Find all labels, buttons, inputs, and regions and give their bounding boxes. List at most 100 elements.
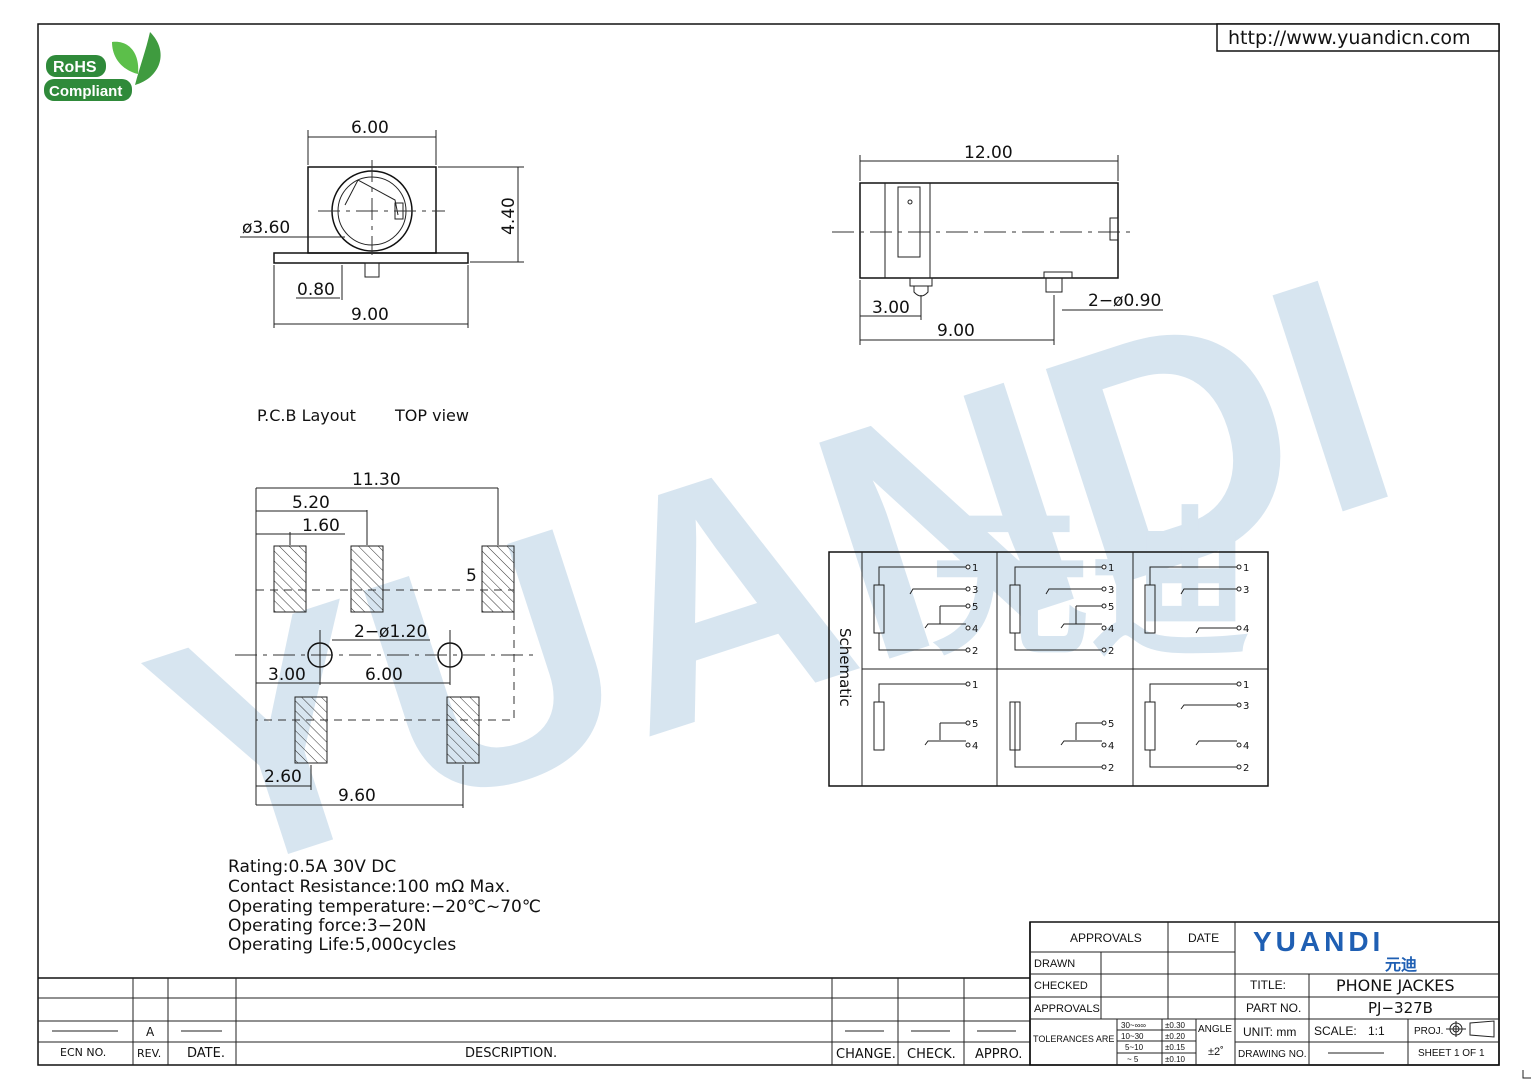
tb-proj: PROJ. — [1414, 1026, 1443, 1037]
url-text: http://www.yuandicn.com — [1228, 27, 1471, 49]
hdr-date: DATE. — [187, 1046, 225, 1061]
dim-pcb-overall: 11.30 — [352, 470, 401, 490]
watermark: YUANDI 元迪 — [113, 205, 1430, 947]
tb-angle-label: ANGLE — [1198, 1024, 1232, 1035]
dim-side-pin-span: 9.00 — [937, 321, 975, 341]
spec-resistance: Contact Resistance:100 mΩ Max. — [228, 877, 510, 897]
schem-pin: 4 — [1108, 741, 1114, 752]
tb-date: DATE — [1188, 931, 1219, 945]
schem-pin: 1 — [1108, 563, 1114, 574]
tb-scale-value: 1:1 — [1368, 1024, 1385, 1038]
tb-tolerances: TOLERANCES ARE — [1033, 1034, 1114, 1044]
spec-life: Operating Life:5,000cycles — [228, 935, 456, 955]
schem-pin: 3 — [972, 585, 978, 596]
dim-pcb-300: 3.00 — [268, 665, 306, 685]
schem-pin: 1 — [972, 563, 978, 574]
tb-checked: CHECKED — [1034, 980, 1088, 992]
schem-pin: 1 — [972, 680, 978, 691]
hdr-check: CHECK. — [907, 1047, 956, 1062]
dim-side-pin-dia: 2−ø0.90 — [1088, 291, 1161, 311]
tol-value: ±0.15 — [1165, 1043, 1186, 1052]
schematic-table: Schematic 1 3 5 4 2 1 3 5 4 2 — [828, 551, 1269, 787]
title-block: APPROVALS DATE DRAWN CHECKED APPROVALS T… — [1029, 921, 1500, 1066]
schem-pin: 2 — [1243, 763, 1249, 774]
rohs-logo: RoHS Compliant — [44, 32, 161, 101]
schem-pin: 1 — [1243, 563, 1249, 574]
dim-pcb-960: 9.60 — [338, 786, 376, 806]
schem-pin: 3 — [1243, 701, 1249, 712]
url-box: http://www.yuandicn.com — [1216, 23, 1500, 52]
tb-title-label: TITLE: — [1250, 978, 1286, 992]
projection-symbol — [1446, 1020, 1495, 1038]
corner-mark — [1522, 1070, 1531, 1079]
dim-side-pin-offset: 3.00 — [872, 298, 910, 318]
tb-drawing-no: DRAWING NO. — [1238, 1049, 1307, 1060]
specs: Rating:0.5A 30V DC Contact Resistance:10… — [228, 857, 541, 955]
tol-range: 5~10 — [1125, 1043, 1144, 1052]
pad — [481, 545, 515, 613]
tb-approvals: APPROVALS — [1070, 931, 1142, 945]
tol-range: 10~30 — [1121, 1032, 1144, 1041]
sheet-border — [37, 23, 1500, 1066]
tb-logo: YUANDI — [1253, 926, 1384, 957]
pad — [350, 545, 384, 613]
dim-front-width: 6.00 — [351, 118, 389, 138]
hdr-description: DESCRIPTION. — [465, 1046, 557, 1061]
tb-logo-cn: 元迪 — [1385, 955, 1417, 974]
rohs-line2: Compliant — [49, 83, 122, 100]
schem-pin: 4 — [972, 741, 978, 752]
pad — [273, 545, 307, 613]
tb-part-value: PJ−327B — [1368, 999, 1433, 1017]
dim-front-height: 4.40 — [499, 197, 519, 235]
tol-range: 30~∞∞ — [1121, 1021, 1146, 1030]
tol-value: ±0.20 — [1165, 1032, 1186, 1041]
schem-pin: 4 — [1243, 741, 1249, 752]
pad-label-5: 5 — [466, 566, 477, 586]
schem-pin: 2 — [1108, 646, 1114, 657]
schem-pin: 4 — [1243, 624, 1249, 635]
dim-pin-offset: 0.80 — [297, 280, 335, 300]
front-view: 6.00 4.40 ø3.60 0.80 9.00 — [240, 118, 524, 328]
schem-pin: 2 — [1108, 763, 1114, 774]
tol-value: ±0.10 — [1165, 1055, 1186, 1064]
dim-hole-dia: ø3.60 — [242, 218, 290, 238]
schem-pin: 5 — [1108, 602, 1114, 613]
pcb-title: P.C.B Layout — [257, 406, 356, 425]
schem-pin: 3 — [1243, 585, 1249, 596]
tol-range: ~ 5 — [1127, 1055, 1139, 1064]
tb-sheet: SHEET 1 OF 1 — [1418, 1048, 1485, 1059]
dim-front-base: 9.00 — [351, 305, 389, 325]
tb-part-label: PART NO. — [1246, 1001, 1301, 1015]
schem-pin: 5 — [972, 602, 978, 613]
schem-pin: 5 — [1108, 719, 1114, 730]
dim-pcb-holes: 2−ø1.20 — [354, 622, 427, 642]
watermark-cn: 元迪 — [930, 491, 1250, 678]
hdr-change: CHANGE. — [836, 1047, 896, 1062]
pad — [294, 696, 328, 764]
dim-pcb-600: 6.00 — [365, 665, 403, 685]
pcb-layout: P.C.B Layout TOP view 11.30 5.20 1.60 5 … — [235, 406, 537, 808]
spec-rating: Rating:0.5A 30V DC — [228, 857, 396, 877]
tb-drawn: DRAWN — [1034, 958, 1075, 970]
hdr-rev: REV. — [137, 1047, 161, 1060]
tb-angle-value: ±2˚ — [1208, 1046, 1224, 1058]
tb-scale-label: SCALE: — [1314, 1024, 1357, 1038]
dim-side-length: 12.00 — [964, 143, 1013, 163]
hdr-appro: APPRO. — [975, 1047, 1022, 1062]
tol-value: ±0.30 — [1165, 1021, 1186, 1030]
tb-unit: UNIT: mm — [1243, 1025, 1296, 1039]
rohs-line1: RoHS — [53, 59, 97, 76]
revision-block: A ECN NO. REV. DATE. DESCRIPTION. CHANGE… — [38, 922, 1031, 1065]
pad — [446, 696, 480, 764]
pcb-view: TOP view — [394, 406, 469, 425]
dim-pcb-260: 2.60 — [264, 767, 302, 787]
tb-approvals2: APPROVALS — [1034, 1003, 1100, 1015]
side-view: 12.00 3.00 9.00 2−ø0.90 — [832, 143, 1163, 345]
schematic-label: Schematic — [836, 628, 854, 707]
schem-pin: 4 — [1108, 624, 1114, 635]
schem-pin: 4 — [972, 624, 978, 635]
schem-pin: 1 — [1243, 680, 1249, 691]
spec-force: Operating force:3−20N — [228, 916, 426, 936]
schem-pin: 3 — [1108, 585, 1114, 596]
